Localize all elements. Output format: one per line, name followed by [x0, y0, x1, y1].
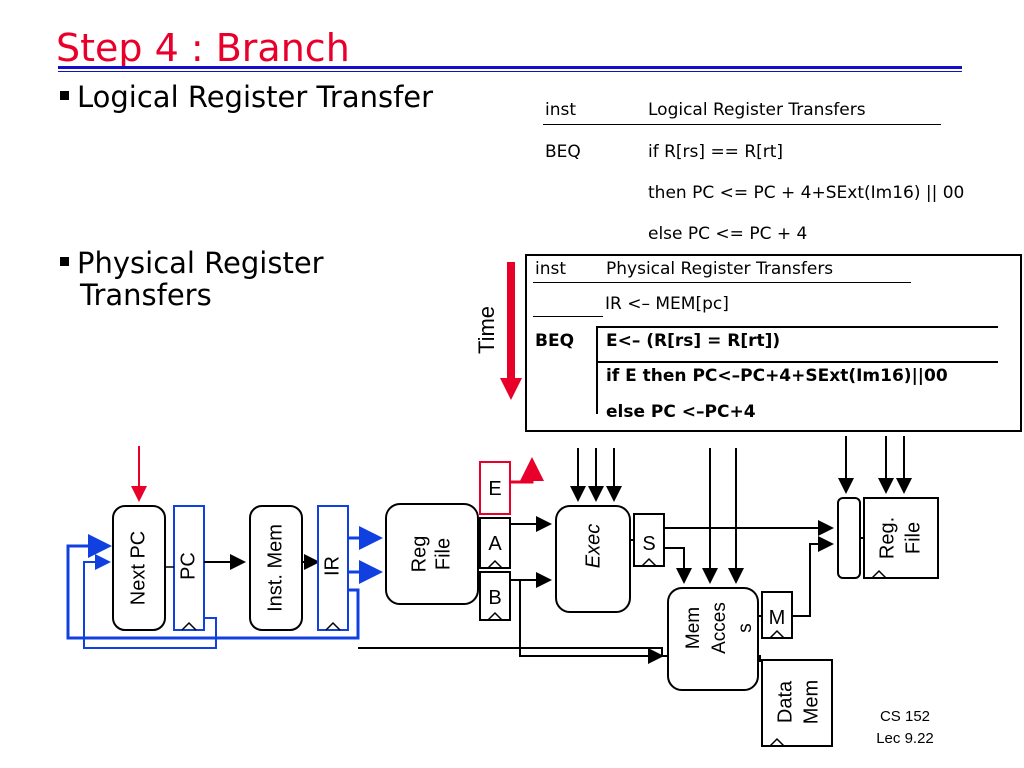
- logical-header-inst: inst: [545, 100, 577, 120]
- next-pc-block: [112, 505, 166, 631]
- physical-header-inst: inst: [535, 259, 567, 279]
- physical-header-rule: [533, 282, 911, 283]
- data-mem-label-2: Mem: [800, 680, 822, 724]
- logical-header-transfers: Logical Register Transfers: [648, 100, 866, 120]
- mem-access-label-1: Mem: [683, 607, 704, 649]
- ir-label: IR: [321, 556, 343, 576]
- mem-access-label-3: s: [735, 623, 756, 633]
- physical-divider: [596, 326, 598, 414]
- pc-label: PC: [177, 552, 199, 580]
- reg-file-writeback-label-2: File: [902, 522, 924, 554]
- physical-fetch-rule: [533, 316, 603, 317]
- physical-fetch: IR <– MEM[pc]: [605, 294, 729, 314]
- time-label: Time: [474, 306, 499, 354]
- pc-register: [173, 505, 205, 631]
- logical-header-rule: [543, 124, 941, 125]
- physical-line-3: else PC <–PC+4: [606, 402, 756, 422]
- bullet-marker: [60, 256, 69, 266]
- mem-access-block: [667, 587, 759, 691]
- writeback-mux: [837, 497, 861, 579]
- physical-table: [525, 254, 1022, 432]
- reg-file-label-2: File: [432, 538, 454, 570]
- logical-line-2: then PC <= PC + 4+SExt(Im16) || 00: [648, 183, 965, 203]
- exec-block: [555, 505, 631, 613]
- logical-line-1: if R[rs] == R[rt]: [648, 142, 784, 162]
- a-register: [479, 517, 511, 569]
- e-output-arrow: [510, 457, 544, 484]
- slide-title: Step 4 : Branch: [56, 26, 350, 70]
- mem-access-label-2: Acces: [709, 602, 730, 654]
- pc-feedback-loop: [66, 534, 360, 640]
- exec-label: Exec: [582, 524, 604, 568]
- physical-row-rule: [598, 361, 998, 363]
- title-rule: [58, 66, 962, 69]
- reg-file-block: [385, 503, 479, 605]
- physical-header-transfers: Physical Register Transfers: [606, 259, 834, 279]
- a-label: A: [488, 533, 502, 555]
- e-label: E: [488, 478, 501, 500]
- inst-mem-label: Inst. Mem: [264, 524, 286, 612]
- physical-row-rule: [598, 326, 998, 328]
- b-label: B: [488, 587, 501, 609]
- data-mem-block: [761, 659, 833, 747]
- footer-course: CS 152: [879, 708, 931, 725]
- m-label: M: [769, 607, 786, 629]
- physical-inst: BEQ: [535, 331, 575, 351]
- time-arrow: [500, 262, 522, 400]
- bullet-marker: [60, 90, 69, 100]
- s-label: S: [642, 533, 655, 555]
- reg-file-writeback-block: [863, 497, 939, 579]
- bullet-physical-cont: Transfers: [80, 278, 212, 312]
- inst-mem-block: [249, 505, 303, 631]
- reg-file-writeback-label-1: Reg.: [876, 517, 898, 559]
- e-register: [479, 461, 511, 515]
- next-pc-label: Next PC: [127, 531, 149, 605]
- ir-register: [317, 505, 349, 631]
- physical-line-1: E<– (R[rs] = R[rt]): [606, 331, 781, 351]
- bullet-physical: Physical Register: [60, 248, 324, 279]
- reg-file-label-1: Reg: [408, 536, 430, 573]
- bullet-logical-text: Logical Register Transfer: [77, 80, 434, 114]
- physical-line-2: if E then PC<–PC+4+SExt(Im16)||00: [606, 366, 948, 386]
- title-rule-thin: [58, 71, 962, 72]
- logical-inst: BEQ: [545, 142, 581, 162]
- bullet-logical: Logical Register Transfer: [60, 82, 433, 113]
- bullet-physical-text: Physical Register: [77, 246, 324, 280]
- data-mem-label-1: Data: [774, 680, 796, 723]
- logical-line-3: else PC <= PC + 4: [648, 224, 808, 244]
- footer-lecture: Lec 9.22: [876, 730, 934, 747]
